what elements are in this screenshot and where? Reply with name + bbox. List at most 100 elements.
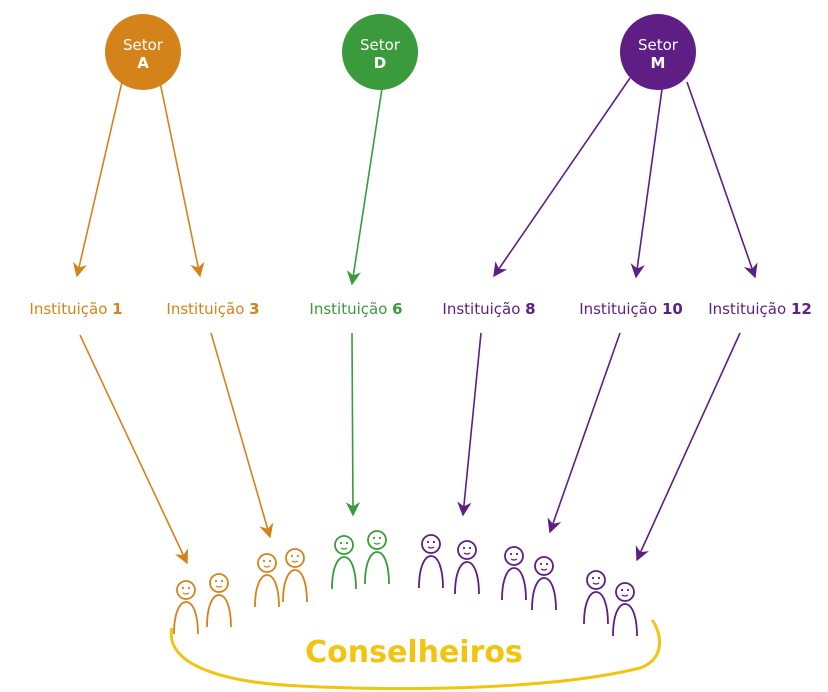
person-eye bbox=[296, 554, 300, 558]
institution-3-number: 3 bbox=[249, 300, 259, 318]
arrow-sector-a-to-inst-1 bbox=[72, 81, 123, 278]
person-body bbox=[454, 561, 480, 595]
person-body bbox=[254, 574, 280, 608]
person-head bbox=[457, 540, 477, 560]
council-member-4-2 bbox=[454, 540, 480, 595]
person-eye bbox=[626, 588, 630, 592]
institution-6-number: 6 bbox=[392, 300, 402, 318]
sector-a: Setor A bbox=[105, 14, 181, 90]
council-member-3-2 bbox=[364, 530, 390, 585]
institution-8-word: Instituição bbox=[442, 300, 520, 318]
council-member-1-1 bbox=[173, 580, 199, 635]
sector-a-letter: A bbox=[137, 54, 149, 72]
person-body bbox=[501, 567, 527, 601]
person-mouth bbox=[340, 547, 348, 550]
person-head bbox=[367, 530, 387, 550]
person-head bbox=[334, 535, 354, 555]
arrow-sector-a-to-inst-3 bbox=[159, 81, 205, 278]
sector-arrows bbox=[72, 77, 758, 286]
person-eye bbox=[372, 536, 376, 540]
person-mouth bbox=[373, 542, 381, 545]
council-member-3-1 bbox=[331, 535, 357, 590]
sector-m-circle bbox=[620, 14, 696, 90]
institution-8-label: Instituição 8 bbox=[442, 300, 535, 318]
institution-1-label: Instituição 1 bbox=[29, 300, 122, 318]
person-mouth bbox=[182, 592, 190, 595]
arrow-sector-m-to-inst-12 bbox=[686, 81, 758, 279]
council-member-5-1 bbox=[501, 546, 527, 601]
council-members bbox=[173, 530, 638, 637]
person-body bbox=[583, 591, 609, 625]
person-mouth bbox=[540, 568, 548, 571]
sector-d-circle bbox=[342, 14, 418, 90]
institution-12-word: Instituição bbox=[708, 300, 786, 318]
person-eye bbox=[262, 559, 266, 563]
person-head bbox=[421, 534, 441, 554]
person-eye bbox=[515, 552, 519, 556]
institution-1-number: 1 bbox=[112, 300, 122, 318]
person-eye bbox=[597, 576, 601, 580]
person-head bbox=[285, 548, 305, 568]
person-eye bbox=[181, 586, 185, 590]
person-eye bbox=[539, 562, 543, 566]
institution-10-number: 10 bbox=[662, 300, 683, 318]
person-head bbox=[504, 546, 524, 566]
person-eye bbox=[620, 588, 624, 592]
person-eye bbox=[545, 562, 549, 566]
sector-d: Setor D bbox=[342, 14, 418, 90]
sector-m-word: Setor bbox=[638, 36, 679, 54]
person-eye bbox=[509, 552, 513, 556]
person-head bbox=[209, 573, 229, 593]
council-member-4-1 bbox=[418, 534, 444, 589]
sector-m: Setor M bbox=[620, 14, 696, 90]
council-label: Conselheiros bbox=[305, 635, 523, 670]
person-mouth bbox=[291, 560, 299, 563]
person-body bbox=[206, 594, 232, 628]
institution-arrows bbox=[79, 332, 741, 565]
person-body bbox=[173, 601, 199, 635]
arrow-sector-m-to-inst-10 bbox=[630, 81, 664, 279]
arrow-inst-12-to-council bbox=[635, 332, 741, 562]
person-head bbox=[586, 570, 606, 590]
person-body bbox=[331, 556, 357, 590]
arrow-sector-d-to-inst-6 bbox=[346, 81, 384, 286]
person-mouth bbox=[215, 585, 223, 588]
person-mouth bbox=[510, 558, 518, 561]
person-body bbox=[282, 569, 308, 603]
arrow-inst-3-to-council bbox=[210, 332, 274, 539]
council-member-5-2 bbox=[531, 556, 557, 611]
sector-d-word: Setor bbox=[360, 36, 401, 54]
institution-8-number: 8 bbox=[525, 300, 535, 318]
person-body bbox=[612, 603, 638, 637]
arrow-sector-m-to-inst-8 bbox=[493, 77, 631, 278]
person-mouth bbox=[263, 565, 271, 568]
person-mouth bbox=[427, 546, 435, 549]
person-head bbox=[257, 553, 277, 573]
institution-12-label: Instituição 12 bbox=[708, 300, 812, 318]
person-eye bbox=[378, 536, 382, 540]
person-eye bbox=[462, 546, 466, 550]
person-body bbox=[418, 555, 444, 589]
person-mouth bbox=[621, 594, 629, 597]
person-body bbox=[531, 577, 557, 611]
person-head bbox=[615, 582, 635, 602]
person-eye bbox=[345, 541, 349, 545]
person-eye bbox=[468, 546, 472, 550]
person-eye bbox=[187, 586, 191, 590]
institution-12-number: 12 bbox=[791, 300, 812, 318]
council-member-6-1 bbox=[583, 570, 609, 625]
council-arc bbox=[169, 619, 662, 691]
arrow-inst-10-to-council bbox=[547, 332, 621, 534]
council-member-2-1 bbox=[254, 553, 280, 608]
council-member-1-2 bbox=[206, 573, 232, 628]
sector-a-word: Setor bbox=[123, 36, 164, 54]
institution-6-label: Instituição 6 bbox=[309, 300, 402, 318]
institution-3-label: Instituição 3 bbox=[166, 300, 259, 318]
institution-10-word: Instituição bbox=[579, 300, 657, 318]
arrow-inst-8-to-council bbox=[457, 332, 482, 517]
council-member-2-2 bbox=[282, 548, 308, 603]
person-head bbox=[176, 580, 196, 600]
sector-m-letter: M bbox=[651, 54, 666, 72]
person-mouth bbox=[463, 552, 471, 555]
